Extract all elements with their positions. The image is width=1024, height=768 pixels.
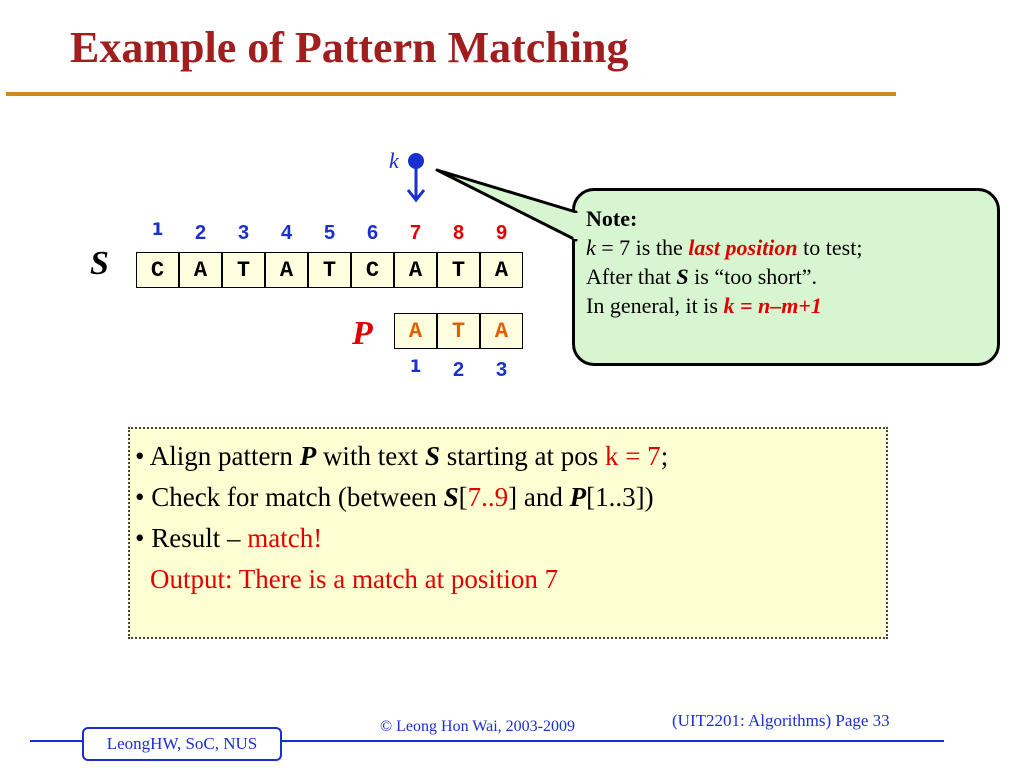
note-callout [572, 188, 1000, 366]
step-check: • Check for match (between S[7..9] and P… [135, 482, 654, 512]
page-reference: (UIT2201: Algorithms) Page 33 [672, 711, 890, 730]
down-arrow-icon [406, 168, 426, 203]
footer-line [30, 740, 944, 742]
text-index-label: 3 [237, 222, 250, 244]
text-char-cell: C [136, 252, 179, 288]
text-index-label: 4 [280, 222, 293, 244]
step-result: • Result – match! [135, 523, 323, 553]
k-label: k [389, 148, 399, 173]
note-line-1: k = 7 is the last position to test; [586, 235, 863, 260]
text-index-label: 5 [323, 222, 336, 244]
text-char-cell: A [179, 252, 222, 288]
note-text: Note: k = 7 is the last position to test… [586, 204, 862, 320]
steps-text: • Align pattern P with text S starting a… [135, 436, 668, 600]
steps-box [128, 427, 888, 639]
step-align: • Align pattern P with text S starting a… [135, 441, 669, 471]
pattern-index-label: 1 [409, 357, 422, 377]
text-char-cell: T [437, 252, 480, 288]
text-char-cell: A [394, 252, 437, 288]
pattern-index-label: 3 [495, 359, 508, 381]
pattern-index-label: 2 [452, 359, 465, 381]
author-tab: LeongHW, SoC, NUS [82, 727, 282, 761]
pattern-char-cell: A [394, 313, 437, 349]
formula: k = n–m+1 [723, 293, 822, 318]
k-position-dot [408, 153, 424, 169]
pattern-char-cell: A [480, 313, 523, 349]
slide-title: Example of Pattern Matching [70, 23, 629, 72]
text-char-cell: A [265, 252, 308, 288]
text-char-cell: A [480, 252, 523, 288]
title-underline [6, 92, 896, 96]
text-index-label: 7 [409, 222, 422, 244]
text-index-label: 6 [366, 222, 379, 244]
note-heading: Note: [586, 206, 638, 231]
text-char-cell: T [308, 252, 351, 288]
step-output: Output: There is a match at position 7 [150, 564, 559, 594]
text-index-label: 1 [151, 220, 164, 240]
text-char-cell: T [222, 252, 265, 288]
text-index-label: 2 [194, 222, 207, 244]
text-label-s: S [90, 245, 109, 282]
text-index-label: 8 [452, 222, 465, 244]
pattern-label-p: P [352, 315, 373, 352]
copyright-notice: © Leong Hon Wai, 2003-2009 [380, 718, 575, 735]
text-index-label: 9 [495, 222, 508, 244]
pattern-char-cell: T [437, 313, 480, 349]
text-char-cell: C [351, 252, 394, 288]
note-line-3: In general, it is k = n–m+1 [586, 293, 822, 318]
note-line-2: After that S is “too short”. [586, 264, 817, 289]
